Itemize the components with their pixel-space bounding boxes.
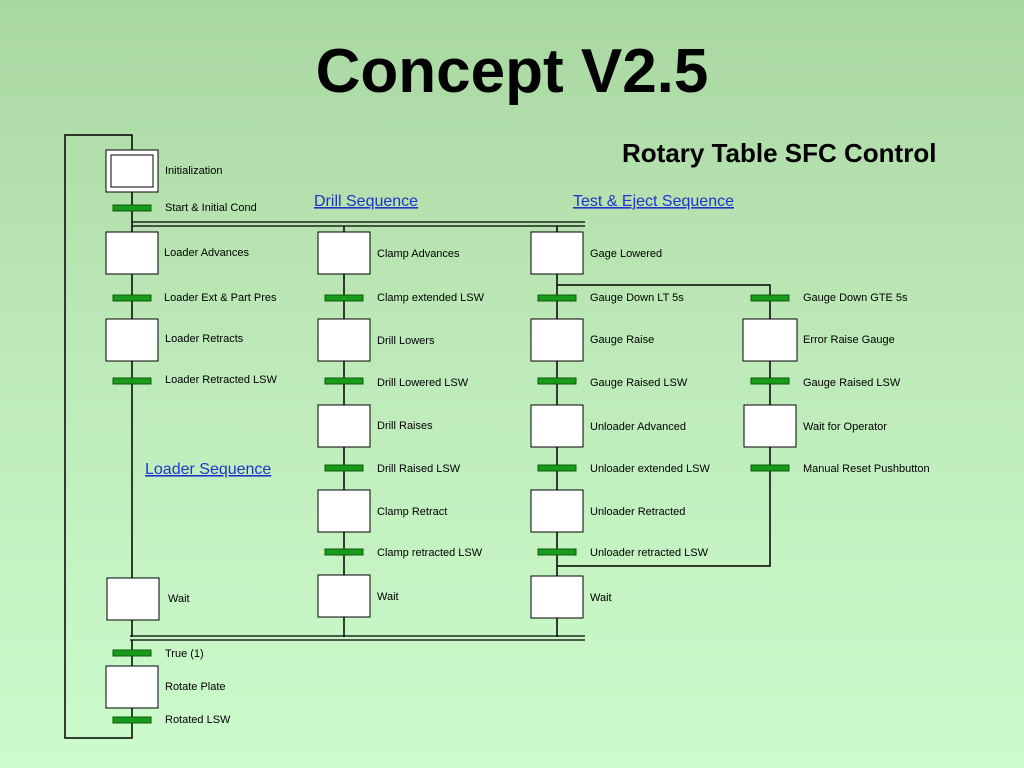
step-wait-for-operator[interactable]: [743, 404, 797, 448]
transition-label: Unloader extended LSW: [590, 463, 710, 475]
step-label: Initialization: [165, 165, 222, 177]
transition-label: Manual Reset Pushbutton: [803, 463, 930, 475]
step-label: Wait for Operator: [803, 421, 887, 433]
loop-back-wire: [64, 134, 133, 739]
transition-gauge-down-gte[interactable]: [750, 294, 790, 302]
step-drill-wait[interactable]: [317, 574, 371, 618]
step-label: Wait: [168, 593, 190, 605]
transition-clamp-retracted[interactable]: [324, 548, 364, 556]
diagram-subtitle: Rotary Table SFC Control: [622, 138, 937, 168]
drill-sequence-link[interactable]: Drill Sequence: [314, 193, 418, 210]
step-label: Wait: [590, 592, 612, 604]
transition-label: Loader Ext & Part Pres: [164, 292, 277, 304]
step-label: Clamp Advances: [377, 248, 460, 260]
transition-error-gauge-raised[interactable]: [750, 377, 790, 385]
transition-unloader-retracted[interactable]: [537, 548, 577, 556]
transition-manual-reset[interactable]: [750, 464, 790, 472]
transition-loader-retracted[interactable]: [112, 377, 152, 385]
step-gauge-raise[interactable]: [530, 318, 584, 362]
transition-label: Gauge Raised LSW: [590, 377, 688, 389]
transition-gauge-raised[interactable]: [537, 377, 577, 385]
step-drill-raises[interactable]: [317, 404, 371, 448]
step-gage-lowered[interactable]: [530, 231, 584, 275]
transition-label: True (1): [165, 648, 204, 660]
step-clamp-retract[interactable]: [317, 489, 371, 533]
step-label: Gage Lowered: [590, 248, 662, 260]
transition-rotated[interactable]: [112, 716, 152, 724]
step-label: Error Raise Gauge: [803, 334, 895, 346]
transition-clamp-extended[interactable]: [324, 294, 364, 302]
step-clamp-advances[interactable]: [317, 231, 371, 275]
transition-label: Gauge Raised LSW: [803, 377, 901, 389]
error-branch-convergence-wire: [557, 470, 771, 567]
step-label: Drill Raises: [377, 420, 433, 432]
page-title: Concept V2.5: [315, 37, 709, 106]
transition-label: Start & Initial Cond: [165, 202, 257, 214]
step-unloader-retracted[interactable]: [530, 489, 584, 533]
step-rotate-plate[interactable]: [105, 665, 159, 709]
step-label: Clamp Retract: [377, 506, 447, 518]
step-label: Unloader Retracted: [590, 506, 685, 518]
transition-label: Unloader retracted LSW: [590, 547, 709, 559]
step-loader-advances[interactable]: [105, 231, 159, 275]
transition-label: Clamp extended LSW: [377, 292, 485, 304]
transition-start[interactable]: [112, 204, 152, 212]
transition-drill-raised[interactable]: [324, 464, 364, 472]
loader-sequence-link[interactable]: Loader Sequence: [145, 461, 271, 478]
transition-label: Clamp retracted LSW: [377, 547, 483, 559]
transition-label: Loader Retracted LSW: [165, 374, 278, 386]
transition-label: Drill Lowered LSW: [377, 377, 469, 389]
test-eject-sequence-link[interactable]: Test & Eject Sequence: [573, 193, 734, 210]
step-label: Wait: [377, 591, 399, 603]
step-loader-wait[interactable]: [106, 577, 160, 621]
transition-true[interactable]: [112, 649, 152, 657]
transition-loader-ext[interactable]: [112, 294, 152, 302]
step-label: Gauge Raise: [590, 334, 654, 346]
transition-label: Drill Raised LSW: [377, 463, 461, 475]
step-label: Loader Retracts: [165, 333, 244, 345]
step-drill-lowers[interactable]: [317, 318, 371, 362]
step-label: Loader Advances: [164, 247, 250, 259]
step-label: Drill Lowers: [377, 335, 435, 347]
transition-unloader-extended[interactable]: [537, 464, 577, 472]
transition-gauge-down-lt[interactable]: [537, 294, 577, 302]
transition-label: Rotated LSW: [165, 714, 231, 726]
step-label: Rotate Plate: [165, 681, 226, 693]
transition-drill-lowered[interactable]: [324, 377, 364, 385]
step-error-raise-gauge[interactable]: [742, 318, 798, 362]
transition-label: Gauge Down GTE 5s: [803, 292, 908, 304]
step-loader-retracts[interactable]: [105, 318, 159, 362]
step-test-wait[interactable]: [530, 575, 584, 619]
step-initialization-inner: [110, 154, 154, 188]
transition-label: Gauge Down LT 5s: [590, 292, 684, 304]
step-label: Unloader Advanced: [590, 421, 686, 433]
step-unloader-advanced[interactable]: [530, 404, 584, 448]
